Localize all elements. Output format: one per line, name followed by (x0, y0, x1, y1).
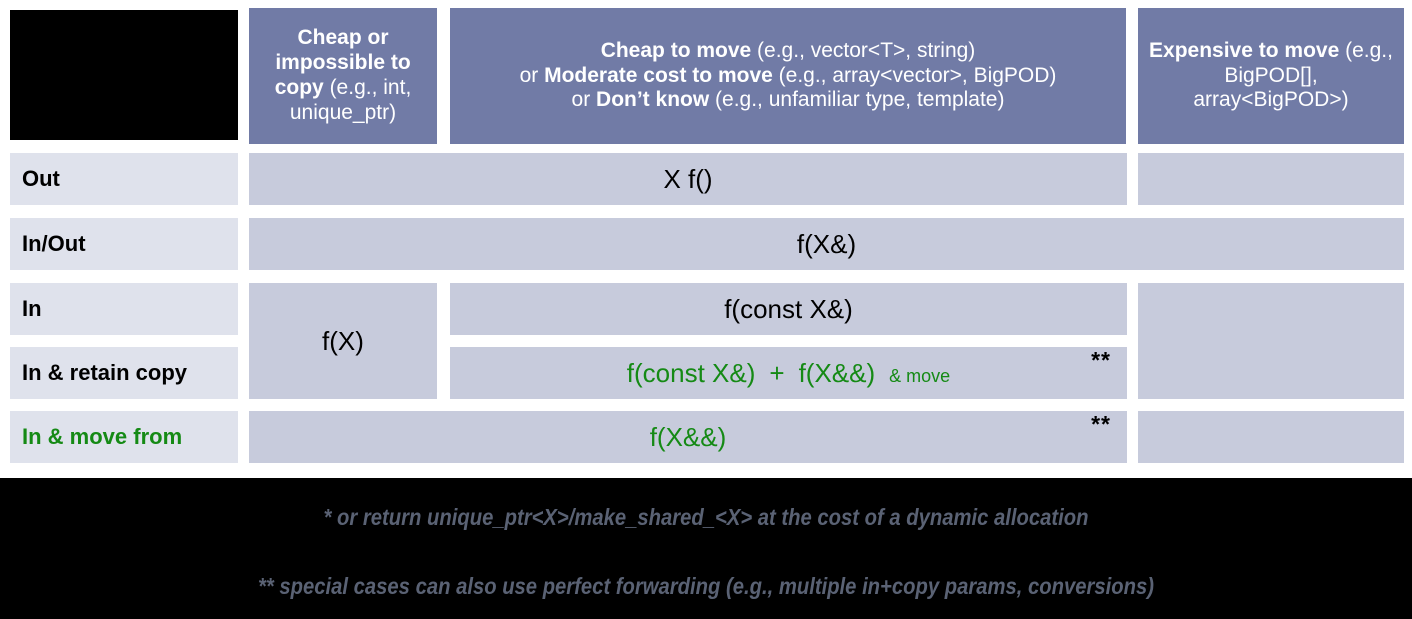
cell-retain-const-ref: f(const X&) (626, 357, 756, 388)
cell-move-from-f-xrvalue: f(X&&) ** (249, 411, 1127, 463)
cell-in-f-const-xref: f(const X&) (450, 283, 1127, 335)
cell-in-cheapcopy-f-x: f(X) (249, 283, 437, 399)
row-label-out: Out (10, 153, 238, 205)
cell-inout-f-xref: f(X&) (249, 218, 1404, 270)
cell-out-x-f: X f() (249, 153, 1127, 205)
cell-retain-copy-overloads: f(const X&) + f(X&&) & move ** (450, 347, 1127, 399)
column-header-cheap-or-impossible-to-copy: Cheap or impossible to copy (e.g., int, … (249, 8, 437, 144)
column-header-cheap-move-line2: or Moderate cost to move (e.g., array<ve… (519, 63, 1057, 87)
footnote-band: * or return unique_ptr<X>/make_shared_<X… (0, 478, 1412, 619)
cell-retain-plus-sign: + (769, 357, 785, 388)
row-label-in: In (10, 283, 238, 335)
cell-retain-rvalue-ref: f(X&&) (798, 357, 876, 388)
column-header-expensive-to-move: Expensive to move (e.g., BigPOD[], array… (1138, 8, 1404, 144)
column-header-cheap-copy-bold: Cheap or impossible to copy (274, 26, 411, 99)
table-corner-empty-cell (10, 10, 238, 140)
row-label-in-move-from: In & move from (10, 411, 238, 463)
footnote-single-asterisk: * or return unique_ptr<X>/make_shared_<X… (323, 504, 1089, 530)
cell-expensive-out-inout-empty (1138, 153, 1404, 205)
column-header-cheap-copy-examples: (e.g., int, unique_ptr) (289, 76, 412, 124)
row-label-in-retain-copy: In & retain copy (10, 347, 238, 399)
footnote-double-asterisk: ** special cases can also use perfect fo… (258, 573, 1154, 599)
row-label-in-out: In/Out (10, 218, 238, 270)
cell-retain-and-move-note: & move (889, 365, 951, 386)
footnote-marker-double-asterisk-move-from: ** (1091, 411, 1111, 437)
column-header-cheap-move-line1: Cheap to move (e.g., vector<T>, string) (600, 38, 976, 62)
column-header-cheap-move-line3: or Don’t know (e.g., unfamiliar type, te… (571, 88, 1005, 112)
column-header-cheap-to-move: Cheap to move (e.g., vector<T>, string) … (450, 8, 1126, 144)
cell-expensive-in-retain-empty (1138, 283, 1404, 399)
column-header-expensive-move-bold: Expensive to move (1149, 38, 1340, 62)
column-header-expensive-move-examples: (e.g., BigPOD[], array<BigPOD>) (1193, 38, 1393, 112)
cell-expensive-move-from-empty (1138, 411, 1404, 463)
footnote-marker-double-asterisk-retain: ** (1091, 347, 1111, 373)
